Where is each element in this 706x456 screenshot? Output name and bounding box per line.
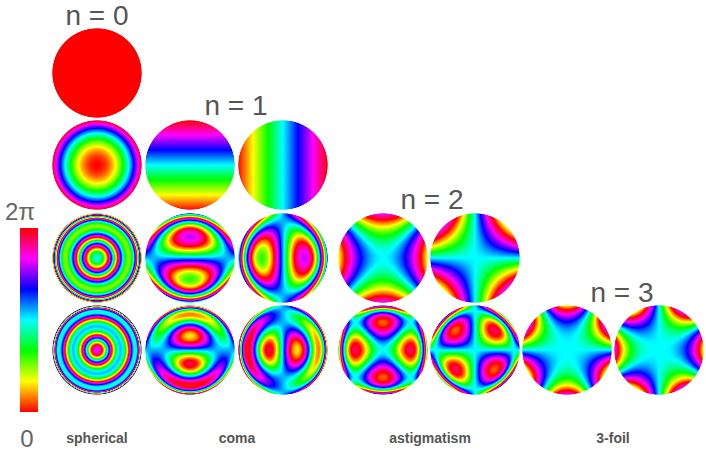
phase-map bbox=[238, 213, 328, 303]
phase-map bbox=[238, 305, 328, 395]
phase-maps bbox=[52, 28, 704, 395]
phase-map bbox=[338, 213, 428, 303]
aberration-name: astigmatism bbox=[389, 430, 471, 446]
colorbar bbox=[20, 228, 38, 412]
phase-map bbox=[52, 120, 142, 210]
colorbar-min: 0 bbox=[20, 425, 33, 453]
aberration-name: spherical bbox=[66, 430, 127, 446]
phase-map bbox=[522, 305, 612, 395]
phase-map bbox=[52, 28, 142, 118]
phase-map bbox=[430, 305, 520, 395]
phase-map bbox=[52, 305, 142, 395]
order-label: n = 3 bbox=[590, 277, 653, 309]
phase-map bbox=[238, 120, 328, 210]
phase-map bbox=[338, 305, 428, 395]
colorbar-max: 2π bbox=[5, 198, 35, 226]
order-label: n = 2 bbox=[400, 184, 463, 216]
aberration-name: 3-foil bbox=[596, 430, 629, 446]
order-label: n = 1 bbox=[204, 90, 267, 122]
order-label: n = 0 bbox=[65, 0, 128, 32]
phase-map bbox=[52, 213, 142, 303]
phase-map bbox=[145, 305, 235, 395]
aberration-name: coma bbox=[219, 430, 256, 446]
phase-map bbox=[145, 213, 235, 303]
phase-map bbox=[614, 305, 704, 395]
phase-map bbox=[430, 213, 520, 303]
phase-map bbox=[145, 120, 235, 210]
